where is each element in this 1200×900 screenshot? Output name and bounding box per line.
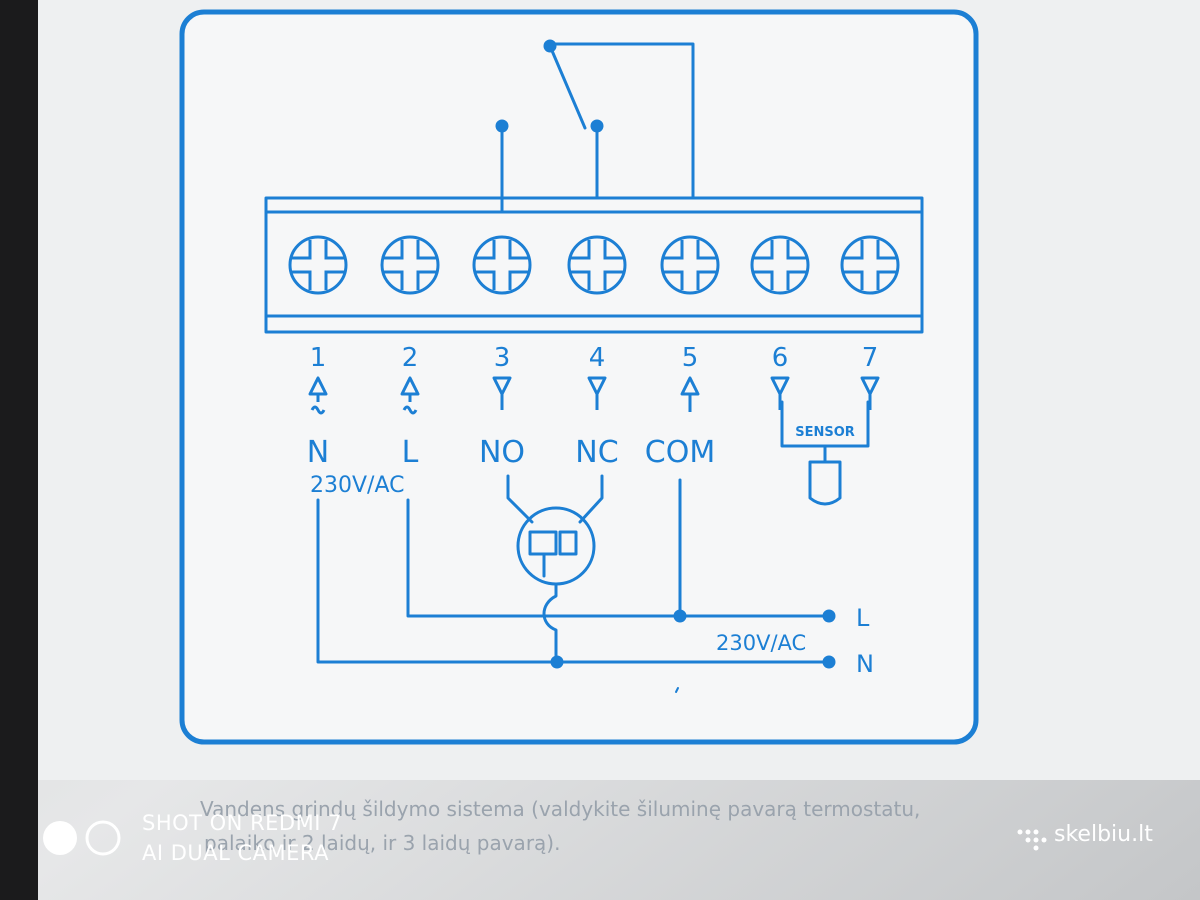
terminal-number-2: 2 (402, 343, 419, 373)
terminal-1: 1N (307, 343, 329, 470)
terminal-4: 4NC (575, 343, 618, 470)
terminal-screw-4 (567, 235, 627, 295)
com-relay-wire (548, 42, 695, 200)
terminal-label-l: L (402, 435, 419, 470)
terminal-arrow-6-icon (770, 376, 790, 410)
stray-mark (675, 687, 679, 693)
watermark-line-2: AI DUAL CAMERA (142, 841, 330, 865)
ac-tilde-icon (402, 405, 418, 415)
terminal-label-nc: NC (575, 435, 618, 470)
terminal-arrow-5-icon (680, 376, 700, 412)
terminal-label-n: N (307, 435, 329, 470)
watermark-line-1: SHOT ON REDMI 7 (142, 811, 342, 835)
nc-contact-dot (590, 119, 604, 133)
terminal-arrow-4-icon (587, 376, 607, 410)
skelbiu-logo-icon (1017, 829, 1047, 851)
terminal-arrow-3-icon (492, 376, 512, 410)
actuator-head (558, 530, 578, 556)
supply-voltage-label: 230V/AC (310, 473, 404, 498)
terminal-screw-1 (288, 235, 348, 295)
sensor-probe (808, 460, 842, 506)
terminal-number-7: 7 (862, 343, 879, 373)
terminal-arrow-1-icon (308, 376, 328, 415)
mains-neutral-label: N (856, 650, 874, 678)
screen-bezel-left (0, 0, 38, 900)
caption-line-1: Vandens grindų šildymo sistema (valdykit… (200, 797, 921, 821)
terminal-6: 6 (770, 343, 790, 410)
terminal-screw-5 (660, 235, 720, 295)
line-terminal-dot (822, 609, 836, 623)
no-contact-dot (495, 119, 509, 133)
relay-switch-blade (548, 44, 587, 130)
terminal-number-6: 6 (772, 343, 789, 373)
photo-watermark: SHOT ON REDMI 7 AI DUAL CAMERA (142, 808, 342, 868)
terminal-screw-6 (750, 235, 810, 295)
terminal-screw-3 (472, 235, 532, 295)
terminal-label-no: NO (479, 435, 525, 470)
terminal-number-4: 4 (589, 343, 606, 373)
terminal-number-3: 3 (494, 343, 511, 373)
terminal-7: 7 (860, 343, 880, 410)
terminal-3: 3NO (479, 343, 525, 470)
neutral-terminal-dot (822, 655, 836, 669)
terminal-label-com: COM (645, 435, 715, 470)
terminal-screw-2 (380, 235, 440, 295)
terminal-arrow-7-icon (860, 376, 880, 410)
mains-line-label: L (856, 604, 870, 632)
sensor-label: SENSOR (795, 425, 855, 440)
terminal-screw-7 (840, 235, 900, 295)
brand-watermark: skelbiu.lt (1054, 822, 1153, 847)
mains-voltage-label: 230V/AC (716, 631, 806, 655)
terminal-number-5: 5 (682, 343, 699, 373)
terminal-block (264, 196, 924, 334)
diagram-frame (179, 9, 979, 745)
terminal-number-1: 1 (310, 343, 327, 373)
camera-watermark-icon (43, 820, 121, 856)
caption: Vandens grindų šildymo sistema (valdykit… (200, 792, 1140, 860)
line-wire (406, 498, 832, 618)
terminal-2: 2L (400, 343, 420, 470)
ac-tilde-icon (310, 405, 326, 415)
actuator-nc-lead (578, 474, 604, 524)
neutral-wire (316, 498, 832, 664)
caption-line-2: palaiko ir 2 laidų, ir 3 laidų pavarą). (204, 831, 561, 855)
actuator-neutral-lead (542, 582, 558, 664)
com-junction-dot (673, 609, 687, 623)
terminal-arrow-2-icon (400, 376, 420, 415)
actuator-no-lead (506, 474, 534, 524)
